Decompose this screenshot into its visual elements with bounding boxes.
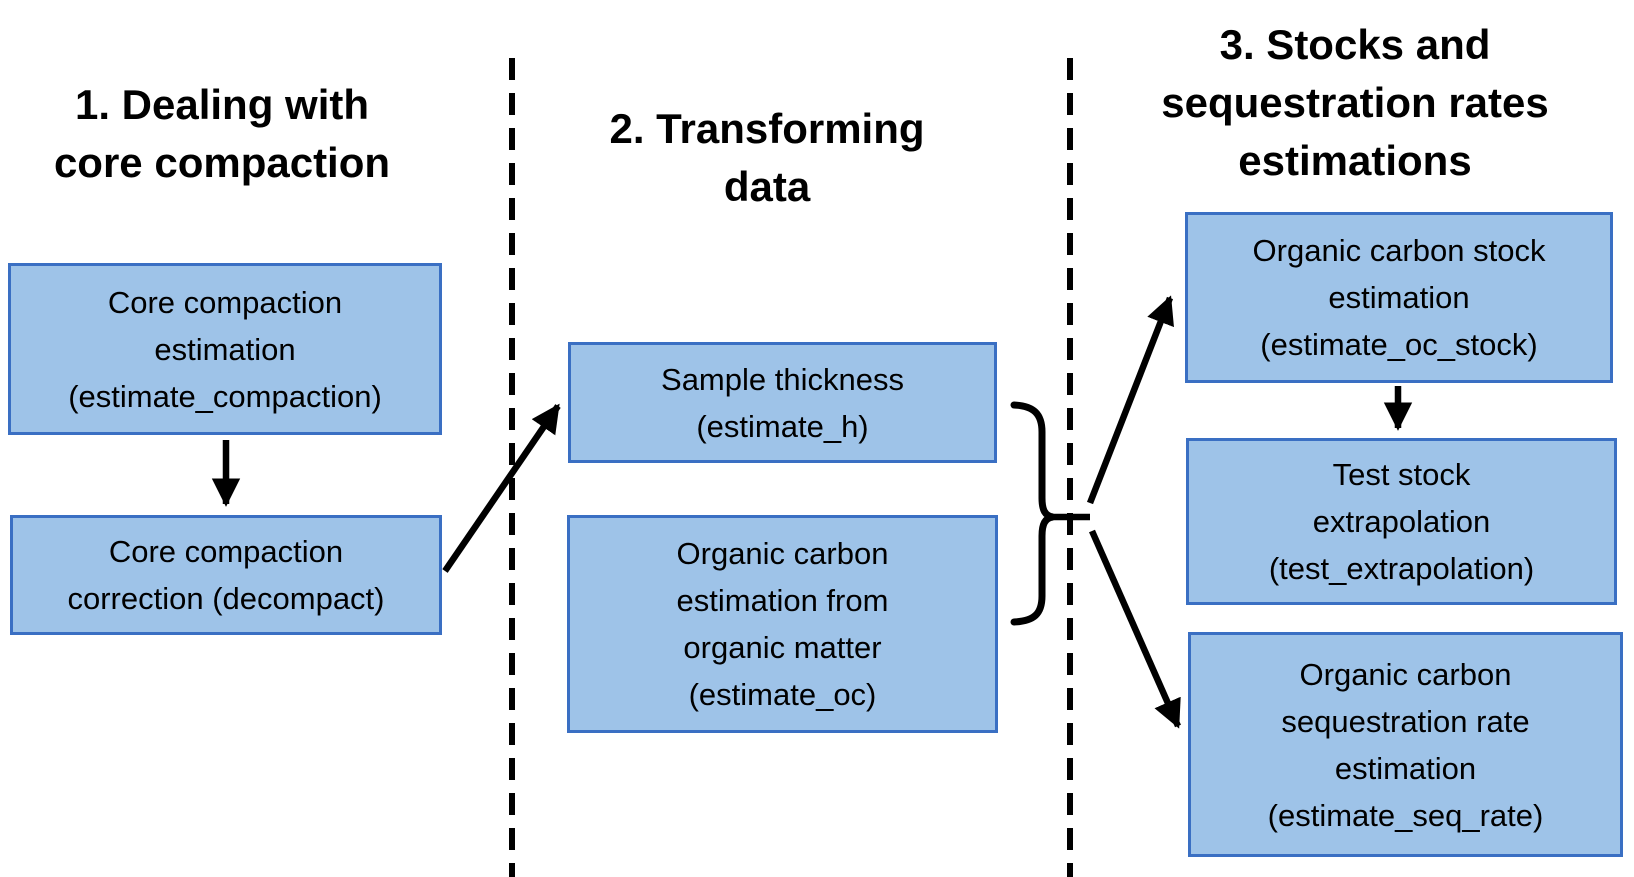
node-estimate-seq-rate: Organic carbon sequestration rate estima… bbox=[1188, 632, 1623, 857]
node-estimate-oc-stock: Organic carbon stock estimation (estimat… bbox=[1185, 212, 1613, 383]
section-title-3: 3. Stocks and sequestration rates estima… bbox=[1161, 21, 1549, 184]
node-decompact: Core compaction correction (decompact) bbox=[10, 515, 442, 635]
node-estimate-h: Sample thickness (estimate_h) bbox=[568, 342, 997, 463]
arrow-fork-to-seqrate bbox=[1089, 529, 1181, 729]
node-test-extrapolation: Test stock extrapolation (test_extrapola… bbox=[1186, 438, 1617, 605]
node-estimate-oc: Organic carbon estimation from organic m… bbox=[567, 515, 998, 733]
section-title-1: 1. Dealing with core compaction bbox=[53, 81, 391, 186]
arrow-fork-to-ocstock bbox=[1086, 295, 1174, 505]
arrow-decompact-to-estimate-h bbox=[442, 403, 561, 573]
node-estimate-compaction: Core compaction estimation (estimate_com… bbox=[8, 263, 442, 435]
grouping-brace bbox=[1010, 401, 1054, 626]
section-title-2: 2. Transforming data bbox=[609, 105, 925, 210]
